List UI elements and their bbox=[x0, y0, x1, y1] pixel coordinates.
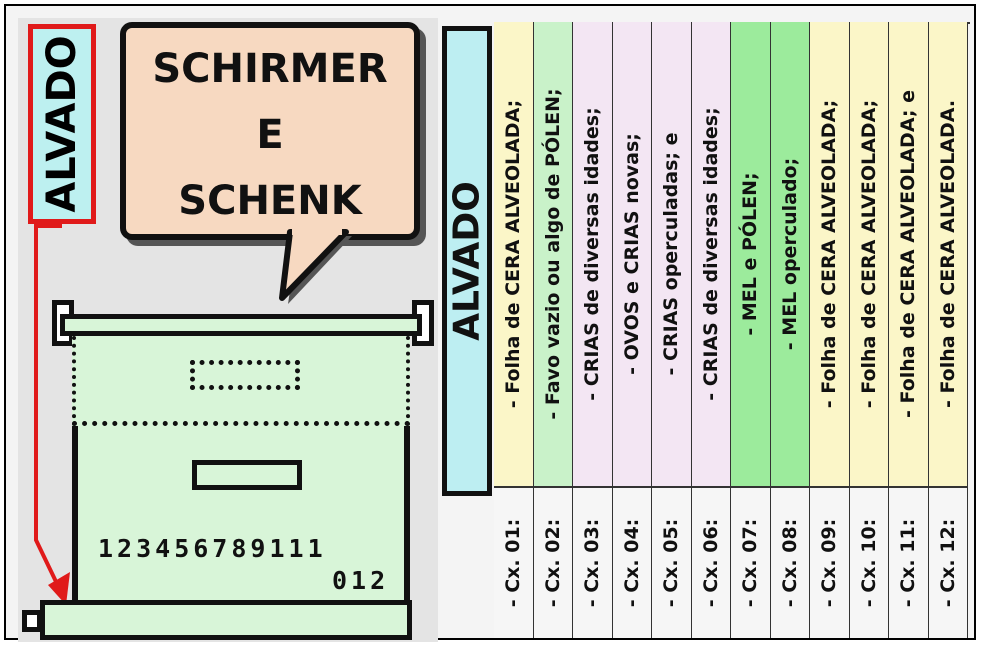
frame-content-cell: - Favo vazio ou algo de PÓLEN; bbox=[534, 22, 573, 488]
frame-column: - CRIAS operculadas; e - Cx. 05: bbox=[652, 22, 692, 638]
frame-number-label: - Cx. 08: bbox=[779, 519, 801, 608]
frame-content-label: - MEL operculado; bbox=[779, 158, 801, 350]
frames-table: - Folha de CERA ALVEOLADA; - Cx. 01: - Fav… bbox=[494, 22, 968, 638]
frame-number-label: - Cx. 09: bbox=[818, 519, 840, 608]
frame-content-label: - Folha de CERA ALVEOLADA; bbox=[858, 100, 880, 408]
brood-box-window bbox=[192, 460, 302, 490]
frame-number-cell: - Cx. 08: bbox=[771, 488, 810, 638]
frame-content-label: - Favo vazio ou algo de PÓLEN; bbox=[542, 88, 564, 419]
frame-number-cell: - Cx. 09: bbox=[810, 488, 849, 638]
frame-content-cell: - Folha de CERA ALVEOLADA; bbox=[850, 22, 889, 488]
frame-column: - MEL e PÓLEN; - Cx. 07: bbox=[731, 22, 771, 638]
frame-number-label: - Cx. 05: bbox=[660, 519, 682, 608]
frame-number-label: - Cx. 01: bbox=[502, 519, 524, 608]
frame-column: - Folha de CERA ALVEOLADA; e - Cx. 11: bbox=[889, 22, 929, 638]
frame-column: - MEL operculado; - Cx. 08: bbox=[771, 22, 811, 638]
frame-number-cell: - Cx. 06: bbox=[692, 488, 731, 638]
frame-content-label: - MEL e PÓLEN; bbox=[739, 172, 761, 335]
frame-number-label: - Cx. 03: bbox=[581, 519, 603, 608]
frame-number-label: - Cx. 07: bbox=[739, 519, 761, 608]
frame-column: - Folha de CERA ALVEOLADA; - Cx. 01: bbox=[494, 22, 534, 638]
frame-content-label: - Folha de CERA ALVEOLADA; bbox=[502, 100, 524, 408]
frame-column: - Folha de CERA ALVEOLADA; - Cx. 10: bbox=[850, 22, 890, 638]
frame-content-label: - Folha de CERA ALVEOLADA; e bbox=[897, 90, 919, 418]
frame-number-label: - Cx. 11: bbox=[897, 519, 919, 608]
frame-number-label: - Cx. 04: bbox=[621, 519, 643, 608]
super-dotted-window bbox=[190, 360, 300, 390]
frame-column: - Folha de CERA ALVEOLADA. - Cx. 12: bbox=[929, 22, 969, 638]
frame-content-cell: - CRIAS de diversas idades; bbox=[692, 22, 731, 488]
frame-content-label: - CRIAS operculadas; e bbox=[660, 132, 682, 375]
brood-box: 123456789111 012 bbox=[72, 426, 410, 606]
frame-number-cell: - Cx. 04: bbox=[613, 488, 652, 638]
frame-content-label: - CRIAS de diversas idades; bbox=[700, 107, 722, 400]
frame-number-cell: - Cx. 03: bbox=[573, 488, 612, 638]
frame-number-cell: - Cx. 07: bbox=[731, 488, 770, 638]
frame-content-cell: - Folha de CERA ALVEOLADA; e bbox=[889, 22, 928, 488]
frame-numbers-row2: 012 bbox=[332, 566, 389, 595]
frame-number-cell: - Cx. 12: bbox=[929, 488, 968, 638]
frame-number-cell: - Cx. 10: bbox=[850, 488, 889, 638]
frame-number-cell: - Cx. 01: bbox=[494, 488, 533, 638]
frame-content-cell: - MEL e PÓLEN; bbox=[731, 22, 770, 488]
frame-number-label: - Cx. 06: bbox=[700, 519, 722, 608]
frame-content-cell: - MEL operculado; bbox=[771, 22, 810, 488]
frame-number-label: - Cx. 10: bbox=[858, 519, 880, 608]
table-header: ALVADO bbox=[442, 26, 492, 496]
frame-content-cell: - Folha de CERA ALVEOLADA; bbox=[494, 22, 533, 488]
frame-number-label: - Cx. 12: bbox=[937, 519, 959, 608]
frame-content-label: - Folha de CERA ALVEOLADA. bbox=[937, 100, 959, 408]
frame-number-cell: - Cx. 11: bbox=[889, 488, 928, 638]
frame-content-cell: - OVOS e CRIAS novas; bbox=[613, 22, 652, 488]
frame-content-cell: - CRIAS operculadas; e bbox=[652, 22, 691, 488]
frame-content-cell: - Folha de CERA ALVEOLADA; bbox=[810, 22, 849, 488]
hive-lid bbox=[60, 314, 422, 336]
frame-content-label: - OVOS e CRIAS novas; bbox=[621, 133, 643, 375]
frame-content-cell: - CRIAS de diversas idades; bbox=[573, 22, 612, 488]
base-board bbox=[40, 600, 412, 640]
frame-number-cell: - Cx. 02: bbox=[534, 488, 573, 638]
honey-super bbox=[72, 336, 410, 426]
frame-content-label: - Folha de CERA ALVEOLADA; bbox=[818, 100, 840, 408]
frame-numbers-row1: 123456789111 bbox=[98, 534, 327, 563]
frame-column: - Favo vazio ou algo de PÓLEN; - Cx. 02: bbox=[534, 22, 574, 638]
frame-content-cell: - Folha de CERA ALVEOLADA. bbox=[929, 22, 968, 488]
frame-column: - OVOS e CRIAS novas; - Cx. 04: bbox=[613, 22, 653, 638]
table-header-label: ALVADO bbox=[447, 181, 488, 341]
frame-column: - Folha de CERA ALVEOLADA; - Cx. 09: bbox=[810, 22, 850, 638]
frame-number-label: - Cx. 02: bbox=[542, 519, 564, 608]
frame-column: - CRIAS de diversas idades; - Cx. 06: bbox=[692, 22, 732, 638]
frame-number-cell: - Cx. 05: bbox=[652, 488, 691, 638]
base-board-tab bbox=[22, 610, 42, 632]
frame-content-label: - CRIAS de diversas idades; bbox=[581, 107, 603, 400]
frame-column: - CRIAS de diversas idades; - Cx. 03: bbox=[573, 22, 613, 638]
